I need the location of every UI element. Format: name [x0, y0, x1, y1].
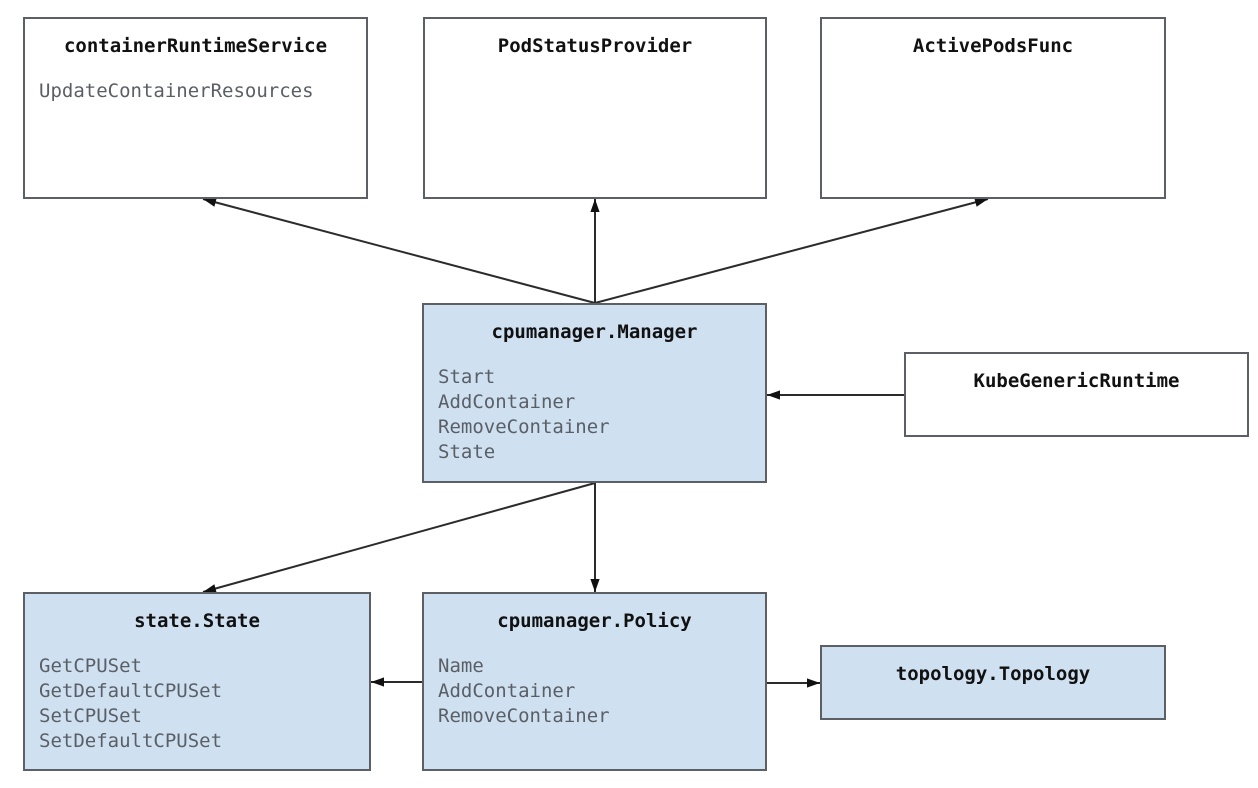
node-title: KubeGenericRuntime: [973, 370, 1180, 392]
arrowhead-icon: [371, 677, 384, 687]
node-topologyTopology[interactable]: topology.Topology: [820, 645, 1166, 720]
node-member: GetDefaultCPUSet: [39, 680, 223, 702]
node-title: topology.Topology: [895, 663, 1091, 685]
edge-line: [202, 482, 596, 593]
node-member: Start: [438, 366, 496, 388]
arrowhead-icon: [807, 678, 820, 688]
node-member: State: [438, 441, 496, 463]
node-title: state.State: [134, 610, 260, 632]
edge-policy-to-topology: [767, 678, 820, 688]
node-member: SetDefaultCPUSet: [39, 730, 223, 752]
node-title: containerRuntimeService: [63, 35, 328, 57]
edge-manager-to-podStatusProvider: [590, 199, 600, 303]
arrowhead-icon: [974, 197, 988, 207]
arrowhead-icon: [767, 390, 780, 400]
edge-manager-to-activePodsFunc: [594, 197, 989, 304]
arrowhead-icon: [590, 579, 600, 592]
node-member: RemoveContainer: [438, 416, 610, 438]
node-member: Name: [438, 655, 484, 677]
node-member: GetCPUSet: [39, 655, 142, 677]
node-activePodsFunc[interactable]: ActivePodsFunc: [820, 17, 1166, 199]
edge-manager-to-containerRuntimeService: [202, 197, 596, 304]
arrowhead-icon: [203, 197, 217, 207]
node-member: SetCPUSet: [39, 705, 142, 727]
node-kubeGenericRuntime[interactable]: KubeGenericRuntime: [904, 352, 1249, 437]
edge-policy-to-state: [371, 677, 422, 687]
node-member: RemoveContainer: [438, 705, 610, 727]
edge-kubeGenericRuntime-to-manager: [767, 390, 904, 400]
node-member-list: UpdateContainerResources: [39, 79, 366, 104]
node-title: ActivePodsFunc: [912, 35, 1074, 57]
edge-line: [202, 198, 596, 304]
edge-line: [594, 198, 989, 304]
arrowhead-icon: [590, 199, 600, 212]
node-title: cpumanager.Policy: [497, 610, 692, 632]
node-member: AddContainer: [438, 391, 576, 413]
edge-manager-to-state: [202, 482, 596, 594]
node-podStatusProvider[interactable]: PodStatusProvider: [423, 17, 767, 199]
node-title: PodStatusProvider: [497, 35, 693, 57]
edge-manager-to-policy: [590, 483, 600, 592]
node-member: AddContainer: [438, 680, 576, 702]
node-title: cpumanager.Manager: [491, 321, 698, 343]
node-member: UpdateContainerResources: [39, 80, 314, 102]
